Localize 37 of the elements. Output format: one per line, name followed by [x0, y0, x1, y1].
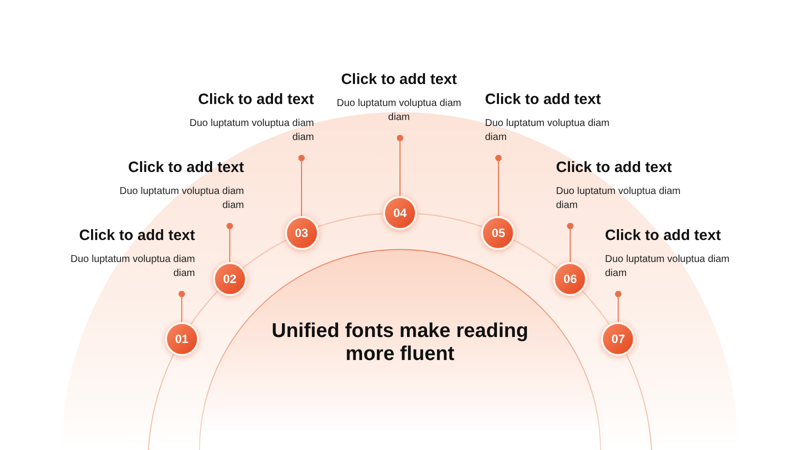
- step-description: Duo luptatum voluptua diam diam: [118, 185, 244, 213]
- step-number: 01: [175, 332, 188, 346]
- step-number: 02: [223, 272, 236, 286]
- step-title: Click to add text: [605, 227, 722, 245]
- step-title: Click to add text: [127, 159, 244, 177]
- leader-line: [178, 290, 185, 322]
- center-heading: Unified fonts make reading more fluent: [270, 320, 530, 366]
- step-description: Duo luptatum voluptua diam diam: [605, 253, 731, 281]
- step-number: 06: [564, 272, 577, 286]
- arc-connector: [316, 213, 384, 228]
- arc-connector: [148, 354, 174, 450]
- step-number: 07: [612, 332, 625, 346]
- step-number: 04: [393, 206, 407, 220]
- step-description: Duo luptatum voluptua diam diam: [188, 117, 314, 145]
- arc-connector: [513, 240, 558, 269]
- arc-connector: [582, 290, 610, 326]
- step-title: Click to add text: [340, 71, 458, 89]
- step-description: Duo luptatum voluptua diam diam: [485, 117, 611, 145]
- step-description: Duo luptatum voluptua diam diam: [556, 185, 682, 213]
- leader-line: [226, 222, 233, 263]
- leader-line: [298, 154, 305, 217]
- step-description: Duo luptatum voluptua diam diam: [69, 253, 195, 281]
- step-number: 05: [492, 226, 506, 240]
- step-title: Click to add text: [197, 91, 314, 109]
- arc-connector: [242, 240, 287, 269]
- step-title: Click to add text: [485, 91, 602, 109]
- leader-line: [495, 154, 502, 217]
- arc-connector: [190, 290, 218, 326]
- arc-connector: [626, 354, 652, 450]
- step-title: Click to add text: [78, 227, 195, 245]
- leader-line: [396, 134, 404, 196]
- arc-connector: [416, 213, 484, 228]
- step-number: 03: [294, 226, 308, 240]
- leader-line: [614, 290, 622, 322]
- step-description: Duo luptatum voluptua diam diam: [336, 97, 462, 125]
- step-title: Click to add text: [556, 159, 673, 177]
- leader-line: [566, 222, 574, 263]
